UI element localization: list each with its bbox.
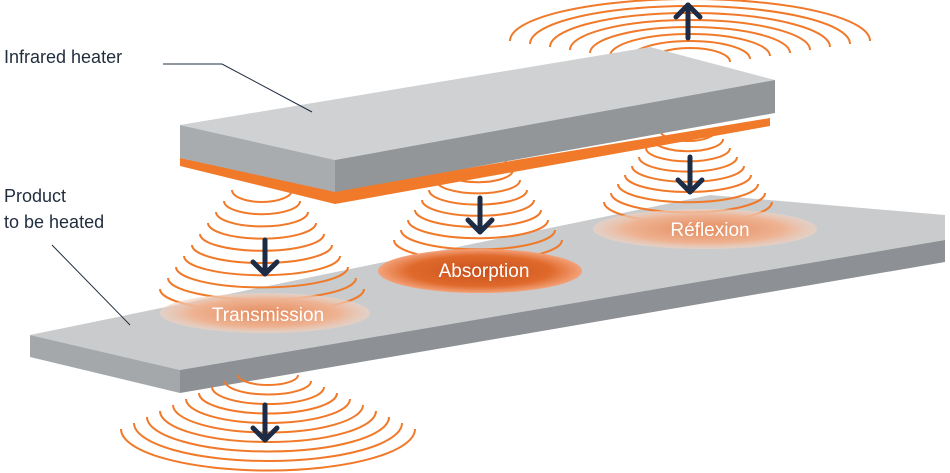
reflection-label: Réflexion	[670, 220, 749, 241]
heater-side	[335, 80, 775, 192]
wave-arc	[199, 233, 325, 252]
transmission-spot	[160, 293, 370, 333]
arrow-transmitted-below-down	[250, 402, 280, 443]
heater-callout-label: Infrared heater	[4, 47, 122, 67]
wave-arc	[185, 398, 351, 424]
wave-arc	[183, 255, 341, 277]
wave-arc	[159, 410, 377, 443]
product-callout-label-line2: to be heated	[4, 212, 104, 232]
reflection-spot	[593, 209, 817, 249]
wave-arc	[198, 392, 338, 415]
arrow-reflection-down	[675, 154, 705, 195]
wave-arc	[146, 416, 390, 453]
arrow-absorption-down	[465, 195, 495, 235]
infrared-heater	[180, 47, 775, 204]
product-panel-front	[30, 335, 180, 393]
absorption-spot	[378, 249, 582, 293]
wave-arc	[509, 0, 871, 42]
wave-arc	[133, 422, 403, 462]
wave-arc	[211, 386, 325, 405]
arrow-transmission-down	[250, 237, 280, 277]
product-callout-line	[51, 244, 131, 326]
arrow-reflection-up	[673, 2, 703, 41]
wave-arc	[435, 179, 521, 195]
heater-top	[180, 47, 775, 160]
wave-arc	[224, 380, 312, 396]
wave-arc	[407, 219, 549, 240]
wave-arc	[175, 266, 349, 289]
wave-arc	[237, 374, 299, 386]
transmission-label: Transmission	[212, 305, 324, 326]
transmitted-waves-below	[120, 374, 416, 472]
wave-arc	[215, 211, 309, 228]
wave-arc	[172, 404, 364, 434]
absorption-label: Absorption	[439, 261, 530, 282]
wave-arc	[207, 222, 317, 240]
wave-arc	[120, 428, 416, 472]
wave-arc	[617, 183, 759, 204]
product-callout-label-line1: Product	[4, 186, 66, 206]
wave-arc	[191, 244, 333, 264]
wave-arc	[231, 189, 293, 203]
heater-front	[180, 125, 335, 192]
product-panel-side	[180, 240, 945, 393]
heater-callout-line	[163, 63, 313, 113]
wave-arc	[223, 200, 301, 216]
